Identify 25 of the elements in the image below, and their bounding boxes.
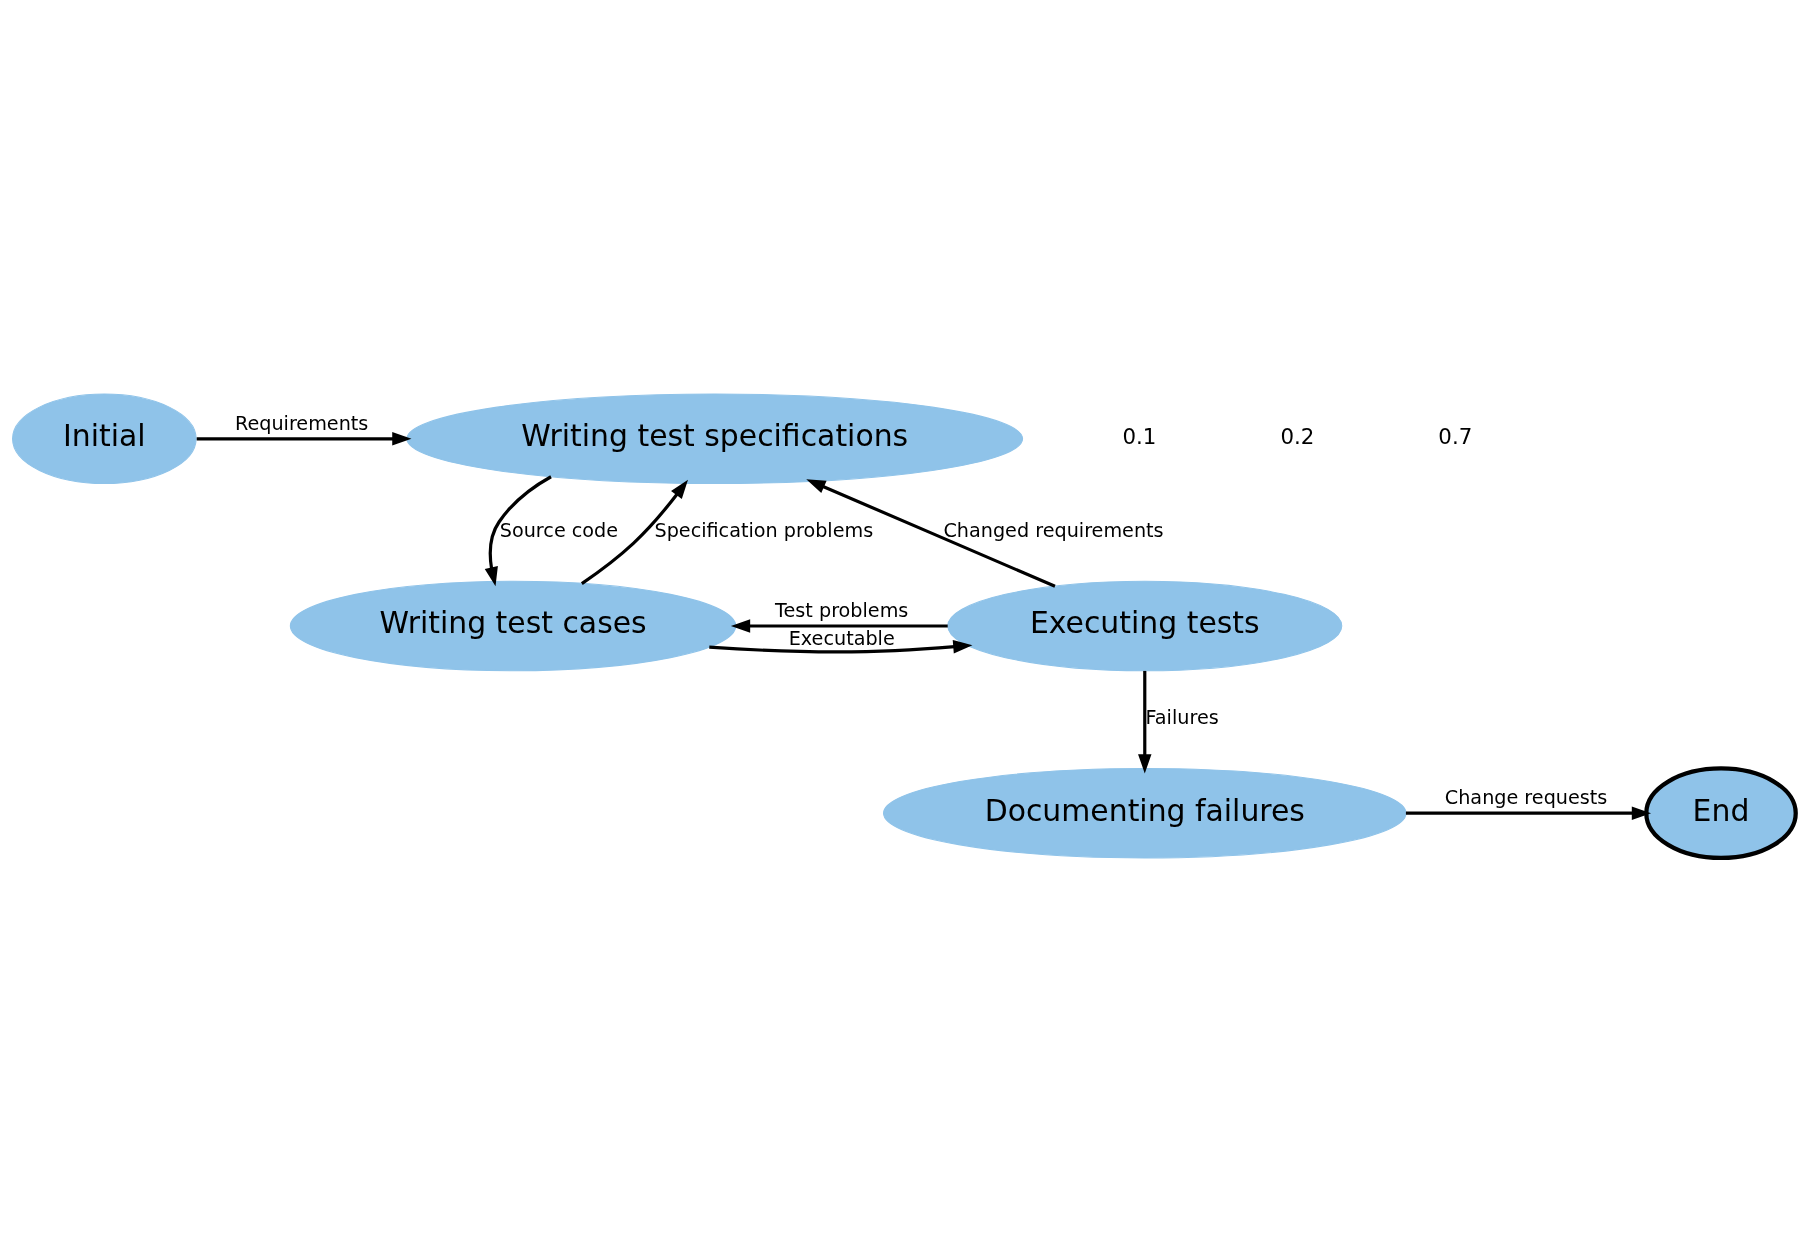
edge-label: Executable	[788, 626, 895, 650]
edge-label: Specification problems	[654, 518, 874, 542]
edge-label: Requirements	[234, 411, 369, 435]
node-ellipse: Executing tests	[947, 580, 1343, 671]
edge-label: Failures	[1145, 705, 1219, 729]
label: 0.1	[1122, 423, 1157, 449]
arrow	[1138, 670, 1152, 773]
arrow	[730, 618, 948, 633]
edge-label: Test problems	[775, 598, 909, 622]
arrow	[709, 639, 973, 653]
label: 0.2	[1280, 423, 1315, 449]
node-ellipse: Initial	[12, 393, 197, 484]
node-ellipse: Writing test specifications	[406, 393, 1024, 484]
arrow	[196, 431, 412, 446]
edge-label: Change requests	[1444, 785, 1608, 809]
arrow	[484, 474, 552, 586]
arrow	[806, 478, 1056, 588]
node-ellipse: Documenting failures	[883, 767, 1407, 858]
node-ellipse: Writing test cases	[289, 580, 737, 671]
arrow	[580, 479, 688, 585]
edge-label: Changed requirements	[943, 518, 1164, 542]
label: 0.7	[1438, 423, 1473, 449]
edge-label: Source code	[499, 518, 619, 542]
node-ellipse: End	[1644, 765, 1798, 860]
arrow	[1405, 805, 1652, 820]
